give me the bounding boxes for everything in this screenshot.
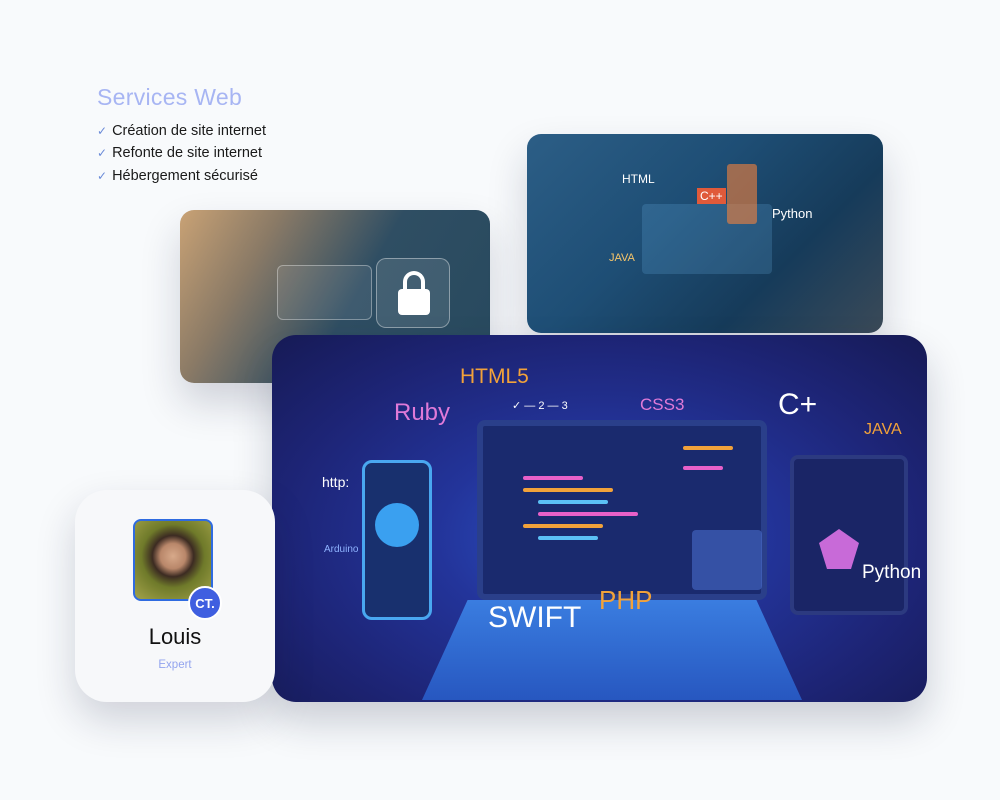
tablet-mockup <box>790 455 908 615</box>
service-item: ✓ Hébergement sécurisé <box>97 168 258 184</box>
photo-label-java: JAVA <box>609 252 635 264</box>
step: 2 <box>538 400 545 412</box>
code-panel <box>727 164 757 224</box>
service-label: Refonte de site internet <box>112 145 262 161</box>
label-http: http: <box>322 474 350 490</box>
photo-label-cpp: C++ <box>697 188 726 204</box>
company-badge: CT. <box>188 586 222 620</box>
label-ruby: Ruby <box>394 399 451 426</box>
phone-mockup <box>362 460 432 620</box>
check-icon: ✓ <box>97 146 108 160</box>
service-item: ✓ Refonte de site internet <box>97 145 262 161</box>
step: 3 <box>561 400 568 412</box>
label-html5: HTML5 <box>460 365 529 388</box>
label-cplus: C+ <box>778 388 818 421</box>
service-label: Hébergement sécurisé <box>112 168 258 184</box>
check-icon: ✓ <box>97 169 108 183</box>
label-java: JAVA <box>864 421 902 438</box>
profile-card: CT. Louis Expert <box>75 490 275 702</box>
label-python: Python <box>862 562 922 583</box>
dev-illustration: ✓ — 2 — 3 HTML5 Ruby CSS3 C+ JAVA http: … <box>272 335 927 702</box>
service-label: Création de site internet <box>112 123 267 139</box>
label-arduino: Arduino <box>324 544 359 555</box>
section-title: Services Web <box>97 84 243 110</box>
login-panel <box>277 265 372 320</box>
photo-label-python: Python <box>772 206 813 221</box>
lock-icon <box>403 271 425 291</box>
radar-chart <box>819 529 859 569</box>
label-swift: SWIFT <box>488 601 582 634</box>
lock-panel <box>376 258 450 328</box>
label-php: PHP <box>599 585 653 615</box>
profile-name: Louis <box>148 624 202 649</box>
service-item: ✓ Création de site internet <box>97 123 266 139</box>
photo-label-html: HTML <box>622 172 655 186</box>
gauge <box>375 503 419 547</box>
coding-photo: HTML C++ Python JAVA <box>527 134 883 333</box>
check-icon: ✓ <box>97 124 108 138</box>
pie-panel <box>692 530 762 590</box>
label-css3: CSS3 <box>640 395 685 414</box>
laptop-keyboard <box>422 600 802 700</box>
step-indicator: ✓ — 2 — 3 <box>512 400 568 412</box>
profile-role: Expert <box>158 659 192 671</box>
